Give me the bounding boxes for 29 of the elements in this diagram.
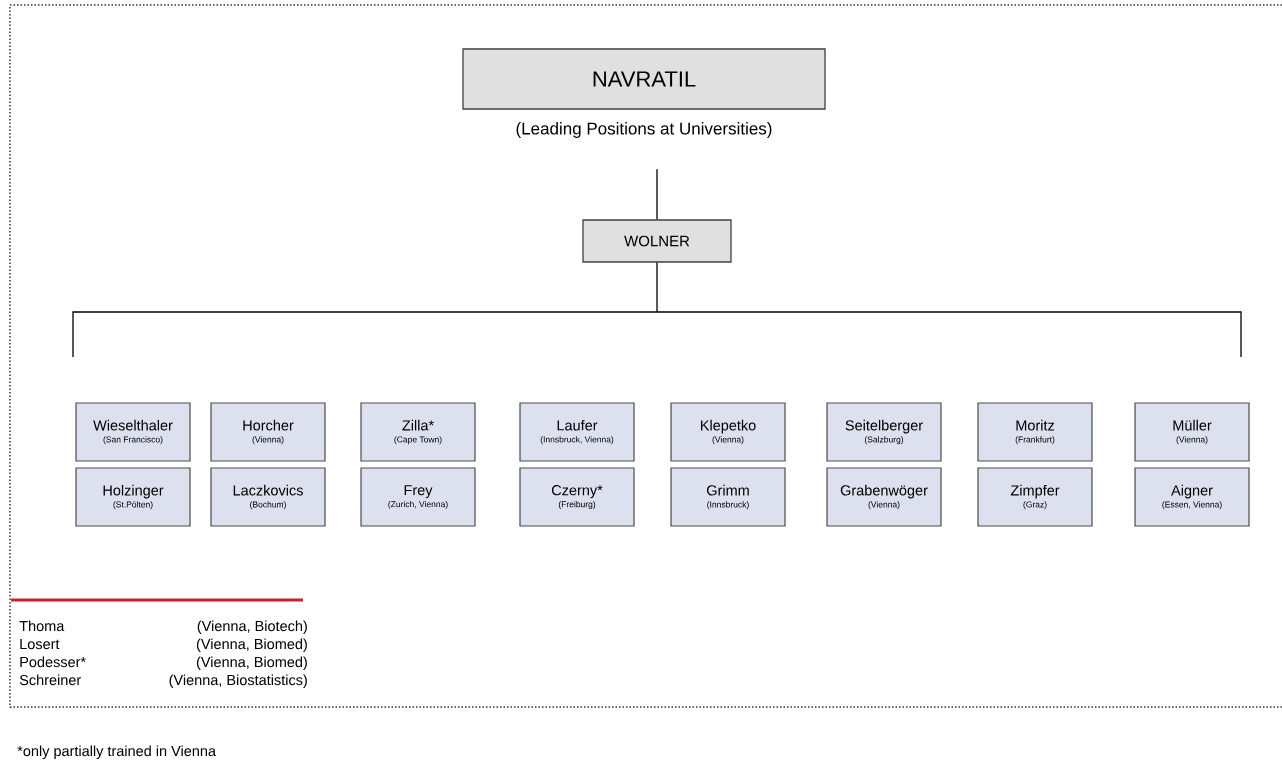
person-box: Zimpfer (Graz) [977, 467, 1093, 527]
person-box: Seitelberger (Salzburg) [826, 402, 942, 462]
person-name: Losert [20, 639, 60, 650]
connector [656, 168, 658, 220]
affiliation: (Vienna, Biomed) [196, 656, 307, 670]
person-box: Czerny* (Freiburg) [519, 467, 635, 527]
affiliation: (Vienna, Biotech) [197, 620, 307, 634]
title-box: NAVRATIL [462, 48, 826, 110]
person-box: Klepetko (Vienna) [670, 402, 786, 462]
affiliation: (Vienna, Biostatistics) [169, 674, 307, 688]
person-box: Moritz (Frankfurt) [977, 402, 1093, 462]
subtitle: (Leading Positions at Universities) [516, 122, 772, 138]
person-name: Thoma [19, 620, 65, 632]
person-box: Wieselthaler (San Francisco) [75, 402, 191, 462]
person-box: Grabenwöger (Vienna) [826, 467, 942, 527]
person-name: Schreiner [19, 674, 81, 686]
person-box: Laufer (Innsbruck, Vienna) [519, 402, 635, 462]
footnote: *only partially trained in Vienna [17, 745, 216, 759]
person-box: Holzinger (St.Pölten) [75, 467, 191, 527]
person-box: Laczkovics (Bochum) [210, 467, 326, 527]
process-box: WOLNER [582, 219, 732, 263]
person-box: Frey (Zurich, Vienna) [360, 467, 476, 527]
person-name: Podesser* [20, 656, 86, 668]
person-box: Grimm (Innsbruck) [670, 467, 786, 527]
person-box: Zilla* (Cape Town) [360, 402, 476, 462]
person-box: Müller (Vienna) [1134, 402, 1250, 462]
person-box: Aigner (Essen, Vienna) [1134, 467, 1250, 527]
person-box: Horcher (Vienna) [210, 402, 326, 462]
affiliation: (Vienna, Biomed) [196, 638, 307, 652]
